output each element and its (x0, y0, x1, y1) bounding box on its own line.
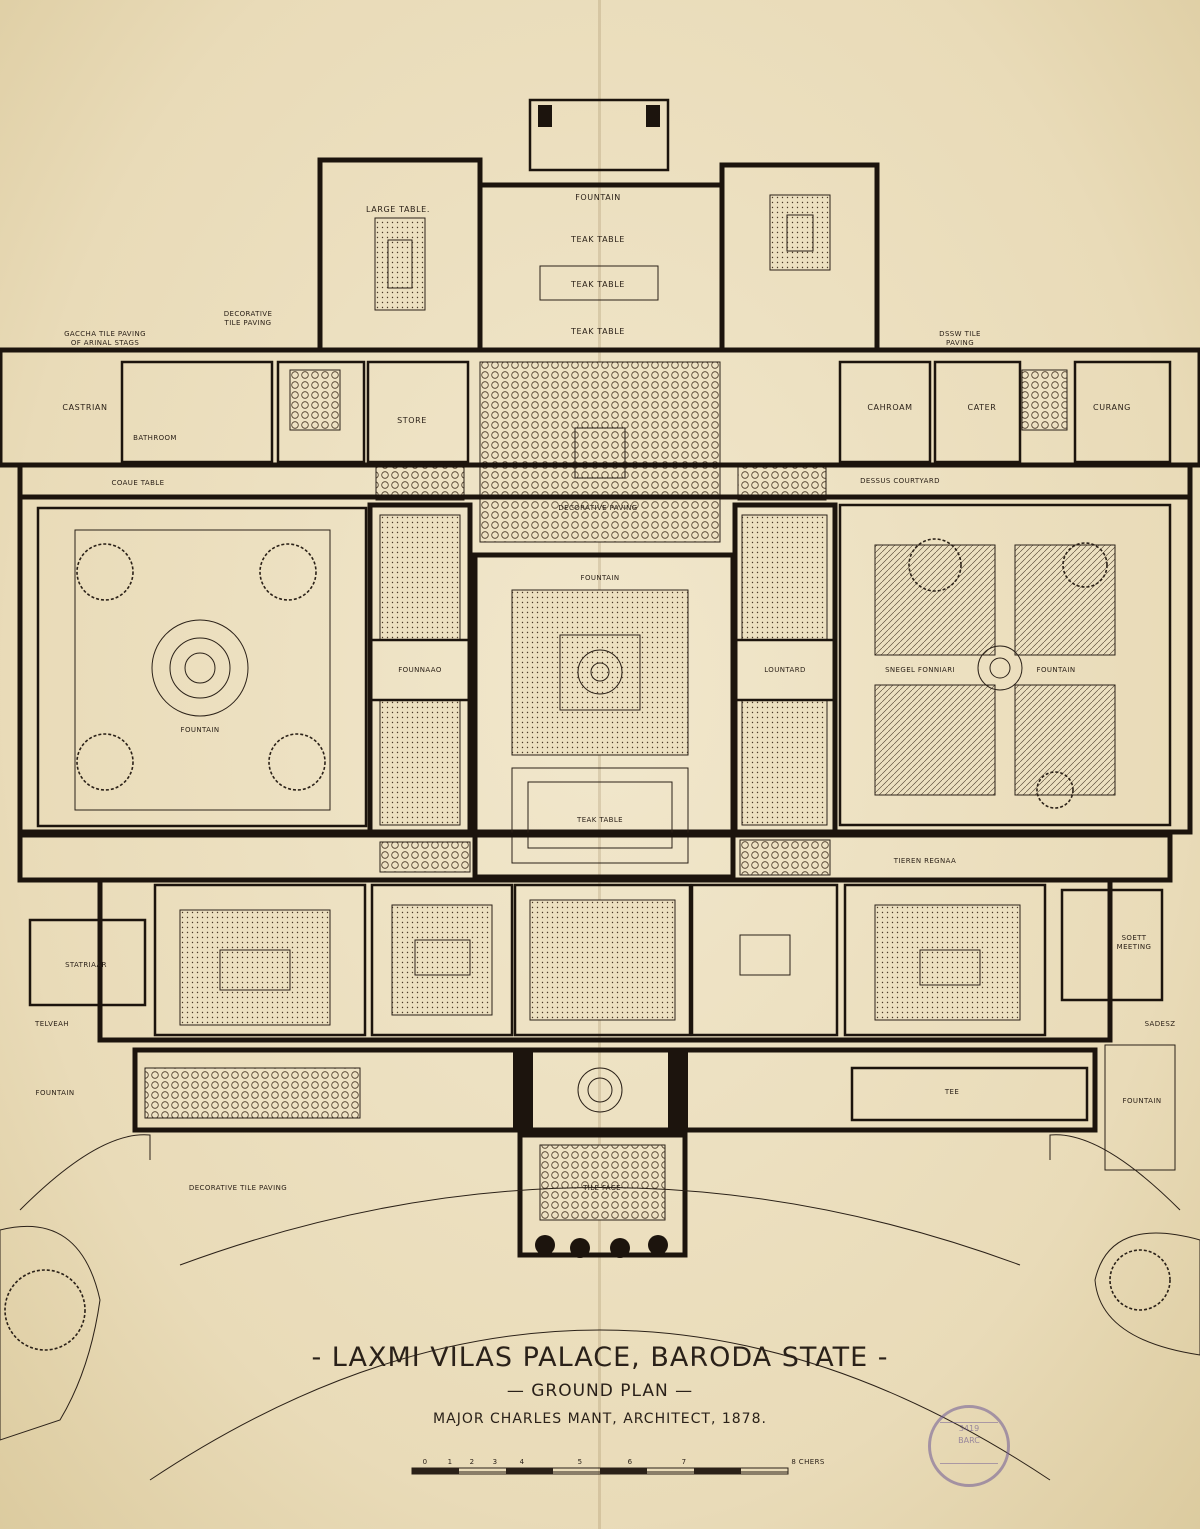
room-label: DECORATIVE PAVING (558, 504, 637, 512)
scale-unit: 8 CHERS (791, 1458, 825, 1466)
room-label: COAUE TABLE (112, 479, 165, 487)
room-label: LARGE TABLE. (366, 205, 430, 214)
paper-fold (598, 0, 601, 1529)
plan-title: - LAXMI VILAS PALACE, BARODA STATE - (311, 1342, 889, 1373)
plan-subtitle: — GROUND PLAN — (506, 1381, 694, 1401)
room-label: TEAK TABLE (570, 235, 625, 244)
stamp-line: BARC (958, 1436, 980, 1445)
room-label: DECORATIVE TILE PAVING (189, 1184, 287, 1192)
room-label: SNEGEL FONNIARI (885, 666, 955, 674)
room-label: STORE (397, 416, 427, 425)
room-label: TILE FACE (582, 1184, 621, 1192)
room-label: TEAK TABLE (576, 816, 623, 824)
room-label: FOUNTAIN (575, 193, 621, 202)
scale-tick: 3 (493, 1458, 498, 1466)
room-label: CASTRIAN (62, 403, 107, 412)
room-label: BATHROOM (133, 434, 177, 442)
room-label: FOUNNAAO (398, 666, 442, 674)
scale-tick: 6 (628, 1458, 633, 1466)
room-label: TEE (944, 1088, 959, 1096)
top-wing (317, 98, 880, 353)
scale-tick: 2 (470, 1458, 475, 1466)
room-label: FOUNTAIN (181, 726, 220, 734)
room-label: SADESZ (1145, 1020, 1176, 1028)
terrace (19, 1044, 1181, 1258)
room-label: DESSUS COURTYARD (860, 477, 940, 485)
room-labels: FOUNTAIN LARGE TABLE. TEAK TABLE TEAK TA… (34, 193, 1175, 1192)
room-label: CAHROAM (867, 403, 912, 412)
architect-credit: MAJOR CHARLES MANT, ARCHITECT, 1878. (433, 1411, 767, 1427)
grounds (0, 1187, 1200, 1481)
room-label: STATRIAAR (65, 961, 107, 969)
room-label: TEAK TABLE (570, 327, 625, 336)
room-label: CATER (968, 403, 997, 412)
archive-stamp: 3419 BARC (928, 1405, 1010, 1487)
courtyards (17, 494, 1193, 880)
scale-tick: 0 (423, 1458, 428, 1466)
scale-tick: 4 (520, 1458, 525, 1466)
room-label: TIEREN REGNAA (893, 857, 956, 865)
lower-range (17, 832, 1173, 1043)
stamp-line: 3419 (958, 1424, 980, 1433)
scale-bar: 0 1 2 3 4 5 6 7 8 CHERS (411, 1458, 825, 1475)
upper-range (0, 347, 1200, 543)
scale-tick: 5 (578, 1458, 583, 1466)
room-label: CURANG (1093, 403, 1131, 412)
scale-tick: 1 (448, 1458, 453, 1466)
stamp-band: 3419 BARC (940, 1422, 998, 1464)
room-label: FOUNTAIN (36, 1089, 75, 1097)
room-label: FOUNTAIN (581, 574, 620, 582)
room-label: TEAK TABLE (570, 280, 625, 289)
room-label: LOUNTARD (764, 666, 806, 674)
title-block: - LAXMI VILAS PALACE, BARODA STATE - — G… (0, 1342, 1200, 1427)
room-label: FOUNTAIN (1123, 1097, 1162, 1105)
room-label: FOUNTAIN (1037, 666, 1076, 674)
scale-tick: 7 (682, 1458, 687, 1466)
room-label: TELVEAH (34, 1020, 69, 1028)
